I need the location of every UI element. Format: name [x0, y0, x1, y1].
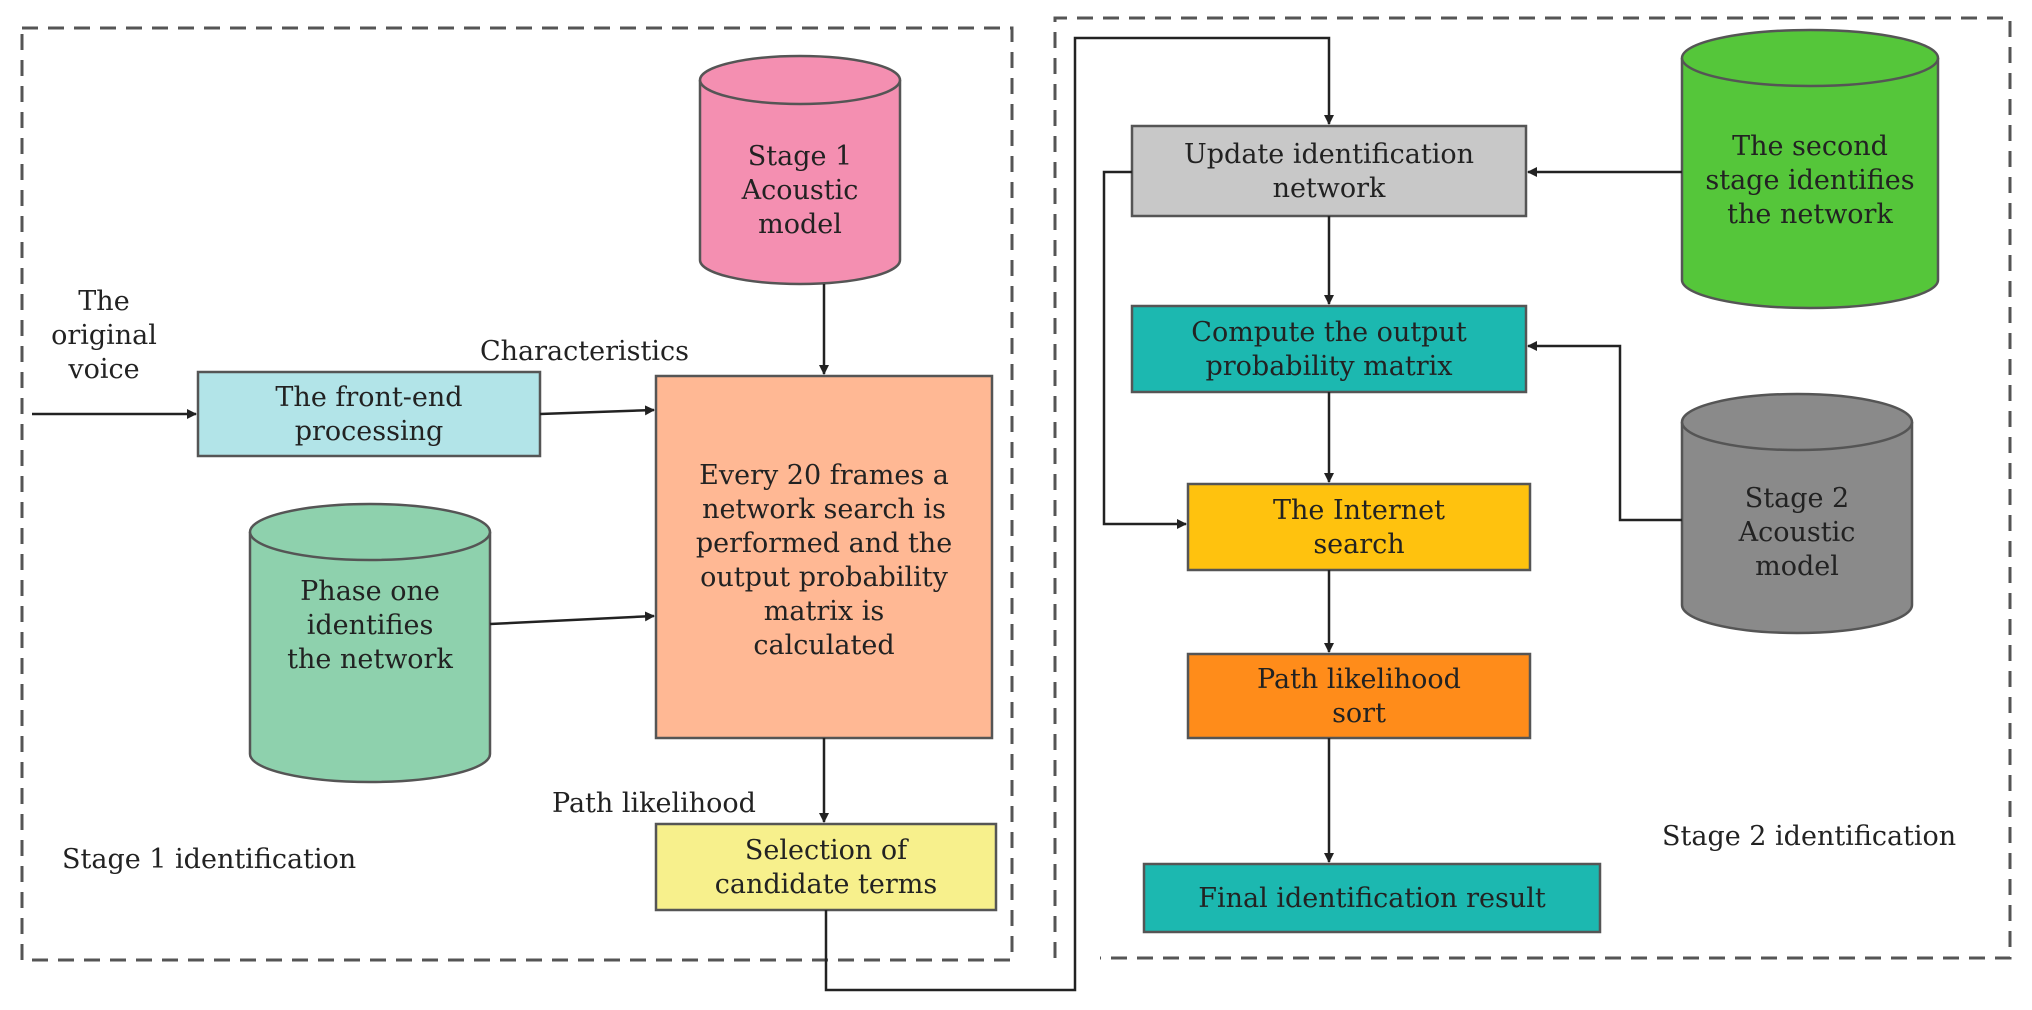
arrow-acoustic2-to-compute — [1527, 341, 1682, 522]
stage1-identification-label: Stage 1 identification — [62, 844, 356, 875]
stage2-frame — [1053, 16, 2012, 960]
characteristics-label: Characteristics — [480, 336, 689, 367]
arrow-update-to-internet — [1102, 170, 1187, 529]
final-result-box: Final identification result — [1142, 862, 1602, 934]
final-result-label: Final identification result — [1198, 883, 1546, 914]
stage1-frame — [20, 26, 1014, 962]
arrow-network1-to-search — [489, 611, 655, 626]
arrow-frontend-to-search — [539, 405, 655, 416]
path-likelihood-label: Path likelihood — [552, 788, 756, 819]
arrow-candidates-to-update — [824, 36, 1334, 992]
stage2-identification-label: Stage 2 identification — [1662, 821, 1956, 852]
